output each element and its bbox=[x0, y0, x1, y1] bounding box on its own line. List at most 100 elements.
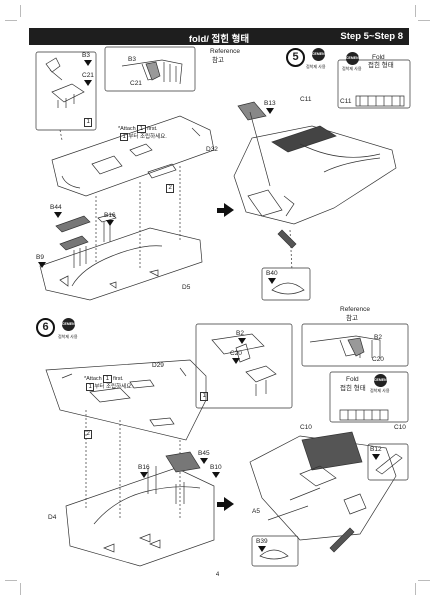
cement-icon: CEMENT bbox=[62, 318, 77, 331]
part-label-b9: B9 bbox=[36, 254, 44, 261]
reference-label: Reference bbox=[340, 306, 370, 313]
part-label-c20: C20 bbox=[230, 350, 242, 357]
fold-korean: 접힌 형태 bbox=[368, 62, 394, 69]
circle-number-2: 2 bbox=[166, 184, 175, 193]
detail-inset-box-2 bbox=[195, 323, 293, 409]
reference-label: Reference bbox=[210, 48, 240, 55]
cement-triangle-icon bbox=[372, 454, 380, 460]
attach-note-text: *Attach bbox=[84, 376, 104, 382]
part-label-c10: C10 bbox=[300, 424, 312, 431]
cement-triangle-icon bbox=[106, 220, 114, 226]
cement-triangle-icon bbox=[140, 472, 148, 478]
part-label-b45: B45 bbox=[198, 450, 210, 457]
fold-inset-box-2 bbox=[329, 371, 409, 423]
part-label-b16: B16 bbox=[104, 212, 116, 219]
cement-icon: CEMENT bbox=[312, 48, 327, 61]
part-label-a5: A5 bbox=[252, 508, 260, 515]
fold-label: Fold bbox=[346, 376, 359, 383]
step-range: Step 5~Step 8 bbox=[340, 31, 403, 42]
cement-triangle-icon bbox=[238, 338, 246, 344]
part-label-b3: B3 bbox=[128, 56, 136, 63]
cement-caption: 접착제 사용 bbox=[306, 64, 326, 69]
part-label-b3: B3 bbox=[82, 52, 90, 59]
part-label-d29: D29 bbox=[152, 362, 164, 369]
cement-triangle-icon bbox=[212, 472, 220, 478]
cement-triangle-icon bbox=[84, 80, 92, 86]
reference-box bbox=[104, 46, 196, 92]
attach-korean-text: 부터 조립하세요. bbox=[94, 384, 133, 390]
wing-panel-upper-6 bbox=[45, 359, 207, 441]
circle-number-1: 1 bbox=[103, 375, 112, 383]
arrow-stem bbox=[217, 208, 225, 213]
crop-mark bbox=[5, 580, 17, 581]
part-label-c11: C11 bbox=[340, 98, 352, 105]
part-label-b39: B39 bbox=[256, 538, 268, 545]
crop-mark bbox=[20, 583, 21, 595]
circle-number-1: 1 bbox=[120, 133, 129, 141]
part-label-b12: B12 bbox=[370, 446, 382, 453]
attach-first-text: first. bbox=[111, 376, 124, 382]
fold-inset-box bbox=[337, 59, 411, 109]
b40-inset-box bbox=[261, 267, 311, 301]
part-label-d32: D32 bbox=[206, 146, 218, 153]
cement-caption: 접착제 사용 bbox=[58, 334, 78, 339]
attach-note: *Attach 1 first. bbox=[118, 125, 158, 133]
reference-box-2 bbox=[301, 323, 409, 367]
circle-number-1: 1 bbox=[86, 383, 95, 391]
b12-inset-box bbox=[367, 443, 409, 481]
header-bar: fold/ 접힌 형태 Step 5~Step 8 bbox=[29, 28, 409, 45]
crop-mark bbox=[418, 20, 430, 21]
detail-inset-box bbox=[35, 51, 97, 131]
part-label-c11: C11 bbox=[300, 96, 312, 103]
part-label-b16: B16 bbox=[138, 464, 150, 471]
part-label-c20: C20 bbox=[372, 356, 384, 363]
wing-panel-lower bbox=[39, 227, 203, 301]
crop-mark bbox=[5, 20, 17, 21]
circle-number-1: 1 bbox=[137, 125, 146, 133]
part-label-b10: B10 bbox=[210, 464, 222, 471]
part-label-b40: B40 bbox=[266, 270, 278, 277]
crop-mark bbox=[415, 583, 416, 595]
attach-first-text: first. bbox=[145, 126, 158, 132]
reference-korean: 참고 bbox=[346, 315, 358, 322]
crop-mark bbox=[415, 5, 416, 17]
cement-triangle-icon bbox=[258, 546, 266, 552]
next-arrow-icon bbox=[224, 203, 234, 217]
b39-inset-box bbox=[251, 535, 299, 567]
part-label-b13: B13 bbox=[264, 100, 276, 107]
cement-triangle-icon bbox=[268, 278, 276, 284]
part-label-b44: B44 bbox=[50, 204, 62, 211]
part-label-d4: D4 bbox=[48, 514, 57, 521]
cement-icon: CEMENT bbox=[374, 374, 389, 387]
page-number: 4 bbox=[215, 572, 220, 578]
part-label-c21: C21 bbox=[130, 80, 142, 87]
circle-number-1: 1 bbox=[84, 118, 93, 127]
fold-label: Fold bbox=[372, 54, 385, 61]
part-label-b2: B2 bbox=[236, 330, 244, 337]
crop-mark bbox=[20, 5, 21, 17]
cement-triangle-icon bbox=[54, 212, 62, 218]
fold-korean: 접힌 형태 bbox=[340, 385, 366, 392]
cement-triangle-icon bbox=[232, 358, 240, 364]
step-number-6: 6 bbox=[36, 318, 55, 337]
reference-korean: 참고 bbox=[212, 57, 224, 64]
attach-korean-text: 부터 조립하세요. bbox=[128, 134, 167, 140]
part-label-c21: C21 bbox=[82, 72, 94, 79]
cement-icon: CEMENT bbox=[346, 52, 361, 65]
crop-mark bbox=[418, 580, 430, 581]
attach-note: *Attach 1 first. bbox=[84, 375, 124, 383]
attach-note-text: *Attach bbox=[118, 126, 138, 132]
next-arrow-icon bbox=[224, 497, 234, 511]
part-label-d5: D5 bbox=[182, 284, 191, 291]
cement-triangle-icon bbox=[266, 108, 274, 114]
fold-caption: 접착제 사용 bbox=[342, 66, 362, 71]
cement-triangle-icon bbox=[84, 60, 92, 66]
part-label-b2: B2 bbox=[374, 334, 382, 341]
part-label-c10: C10 bbox=[394, 424, 406, 431]
cement-triangle-icon bbox=[38, 262, 46, 268]
circle-number-2: 2 bbox=[84, 430, 93, 439]
wing-panel-lower-6 bbox=[65, 467, 215, 567]
